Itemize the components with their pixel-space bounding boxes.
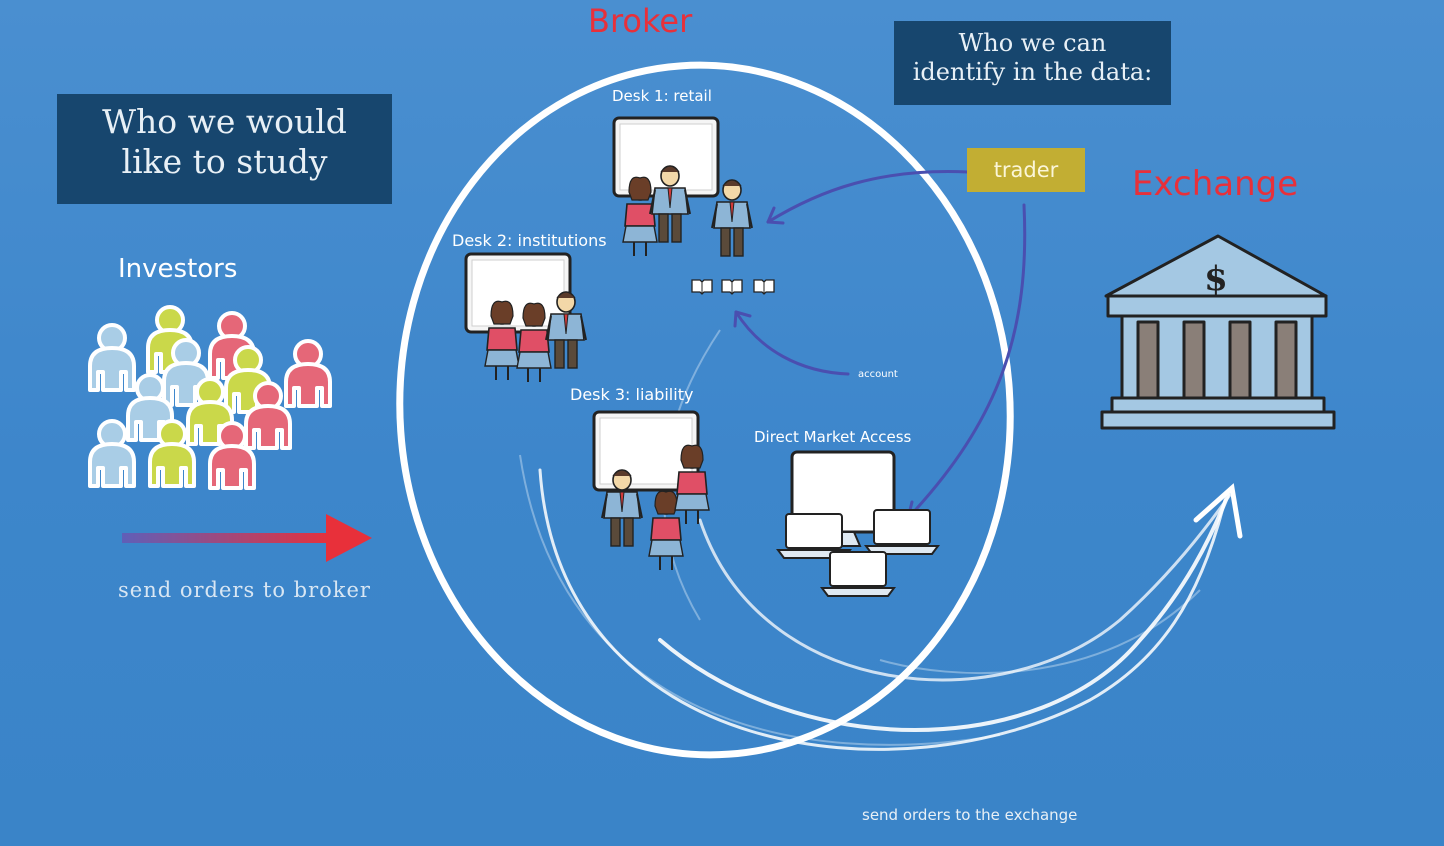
desk-3-team-icon	[594, 412, 709, 570]
study-box-line-1: Who we would	[57, 102, 392, 142]
desk-3-label: Desk 3: liability	[570, 385, 693, 404]
send-to-exchange-label: send orders to the exchange	[862, 806, 1077, 824]
desk-2-label: Desk 2: institutions	[452, 231, 607, 250]
send-to-broker-arrow	[122, 514, 372, 562]
dma-computers-icon	[778, 452, 938, 596]
desk-2-team-icon	[466, 254, 586, 382]
laptop-icon	[866, 510, 938, 554]
account-label: account	[858, 369, 898, 380]
identify-box-line-1: Who we can	[894, 29, 1171, 58]
trader-tag: trader	[967, 148, 1085, 192]
identify-box: Who we can identify in the data:	[894, 21, 1171, 105]
study-box: Who we would like to study	[57, 94, 392, 204]
dma-label: Direct Market Access	[754, 428, 912, 446]
exchange-title: Exchange	[1132, 164, 1298, 204]
investors-label: Investors	[118, 254, 237, 284]
desk-1-team-icon	[614, 118, 752, 256]
investors-crowd	[90, 307, 330, 488]
study-box-line-2: like to study	[57, 142, 392, 182]
laptop-icon	[822, 552, 894, 596]
desk-1-label: Desk 1: retail	[612, 87, 712, 105]
dollar-sign: $	[1204, 259, 1228, 299]
identify-box-line-2: identify in the data:	[894, 58, 1171, 87]
account-book-icon	[692, 280, 774, 294]
send-to-broker-label: send orders to broker	[118, 578, 371, 602]
broker-title: Broker	[588, 2, 692, 40]
